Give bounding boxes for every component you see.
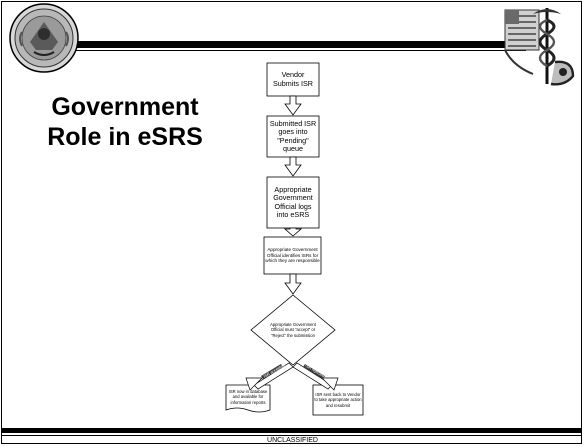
footer-classification: UNCLASSIFIED bbox=[267, 437, 318, 444]
flow-step-2-box bbox=[266, 115, 320, 158]
slide-title-line-1: Government bbox=[51, 93, 199, 121]
footer-rule bbox=[1, 428, 582, 433]
flow-arrow-1 bbox=[284, 95, 302, 116]
army-seal-icon bbox=[9, 3, 79, 73]
medical-caduceus-emblem-icon bbox=[504, 8, 575, 86]
header-rule-thin bbox=[60, 50, 526, 51]
flow-step-4-box bbox=[263, 236, 322, 275]
flow-step-2-text: Submitted ISR goes into "Pending" queue bbox=[269, 118, 317, 153]
flow-branch-reject-label-bg bbox=[303, 364, 325, 379]
flow-step-4-text: Appropriate Government Official identifi… bbox=[265, 247, 320, 264]
slide-title: Government Role in eSRS bbox=[30, 92, 220, 152]
flow-step-3-text: Appropriate Government Official logs int… bbox=[273, 184, 313, 219]
flow-branch-reject-arrow bbox=[292, 362, 339, 391]
slide-title-line-2: Role in eSRS bbox=[47, 123, 203, 151]
flow-step-1-text: Vendor Submits ISR bbox=[273, 70, 313, 88]
flow-branch-accept-label-bg bbox=[261, 364, 283, 379]
flow-arrow-3 bbox=[283, 227, 303, 237]
flow-accept-document-box bbox=[225, 384, 271, 413]
footer-rule-thin bbox=[1, 435, 582, 436]
flow-reject-box bbox=[312, 384, 364, 416]
flow-step-1-box bbox=[266, 62, 320, 97]
flow-branch-accept-arrow bbox=[245, 362, 294, 391]
flow-decision-text: Appropriate Government Official must "ac… bbox=[270, 322, 316, 338]
flow-accept-text: ISR now in database and available for in… bbox=[228, 389, 268, 405]
header-rule bbox=[60, 41, 526, 48]
flow-arrow-2 bbox=[284, 156, 302, 177]
flow-step-3-box bbox=[266, 176, 320, 229]
flow-decision-diamond bbox=[250, 294, 336, 366]
flow-reject-text: ISR sent back to Vendor to take appropri… bbox=[314, 392, 362, 408]
flow-arrow-4 bbox=[284, 273, 302, 295]
